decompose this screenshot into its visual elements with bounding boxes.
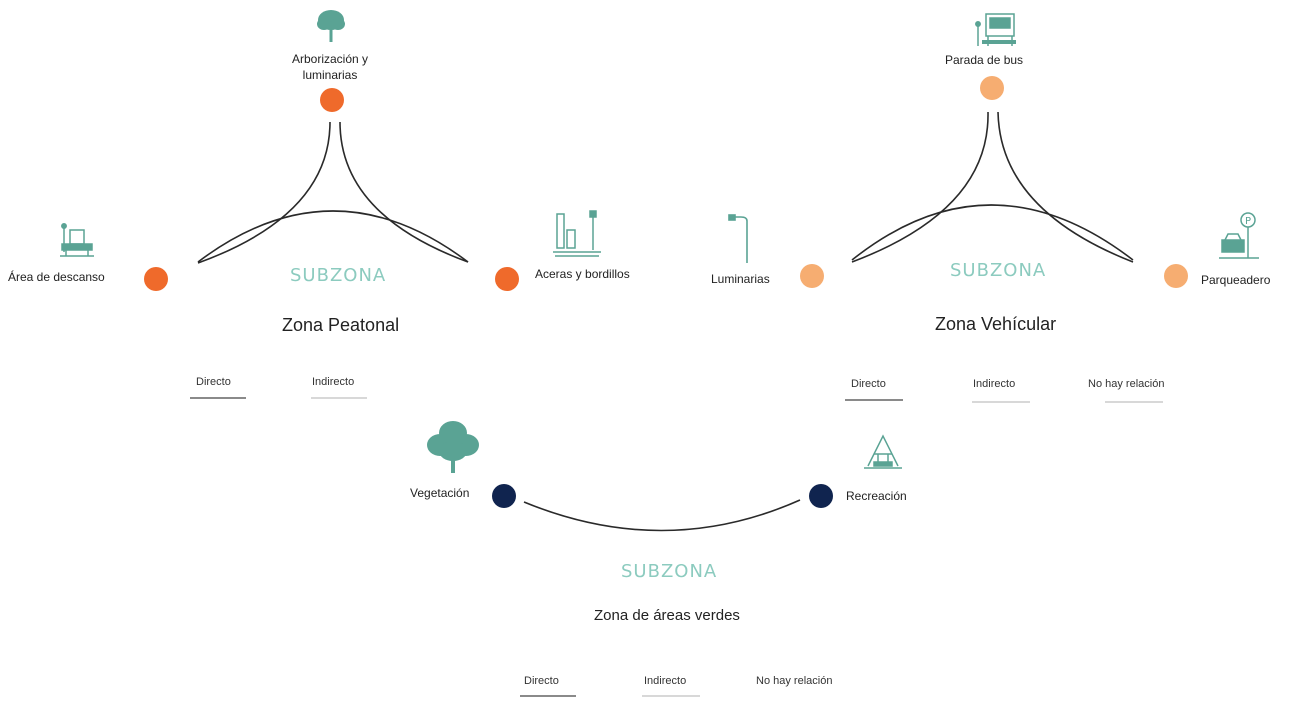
zone-title-verdes: Zona de áreas verdes [594,607,740,624]
bench-icon [60,223,94,257]
legend-directo-verdes: Directo [524,675,559,687]
playground-icon [864,434,902,469]
verdes-curve-left-right [523,499,801,532]
node-arborizacion [320,88,344,112]
node-label-parada-bus: Parada de bus [945,53,1024,67]
node-label-area-descanso: Área de descanso [8,270,105,284]
parking-icon: P [1219,212,1259,259]
node-recreacion [809,484,833,508]
subzona-label-vehicular: SUBZONA [950,260,1047,281]
node-label-arborizacion: Arborización y luminarias [291,52,369,82]
legend-line-indirecto-verdes [642,695,700,697]
legend-indirecto-vehicular: Indirecto [973,378,1016,390]
node-label-luminarias: Luminarias [711,272,770,286]
node-parqueadero [1164,264,1188,288]
legend-line-directo-vehicular [845,399,903,401]
subzona-label-peatonal: SUBZONA [290,265,387,286]
street-lamp-icon [728,214,748,263]
vehicular-curve-left-right [851,204,1134,261]
svg-text:P: P [1245,216,1251,227]
legend-line-indirecto-peatonal [311,397,367,399]
legend-sin-relacion-verdes: No hay relación [756,675,833,687]
legend-indirecto-verdes: Indirecto [644,675,687,687]
node-label-aceras: Aceras y bordillos [535,267,630,281]
sidewalk-icon [553,210,601,257]
tree-icon [317,10,345,42]
bus-stop-icon [975,13,1016,46]
vehicular-curve-top-right [997,111,1134,263]
legend-line-directo-peatonal [190,397,246,399]
vegetation-tree-icon [427,421,479,473]
peatonal-curve-top-left [197,121,331,264]
zone-title-peatonal: Zona Peatonal [282,315,400,335]
legend-sin-relacion-vehicular: No hay relación [1088,378,1165,390]
node-vegetacion [492,484,516,508]
peatonal-curve-left-right [197,210,469,263]
subzona-label-verdes: SUBZONA [621,561,718,582]
legend-line-directo-verdes [520,695,576,697]
zone-title-vehicular: Zona Vehícular [935,314,1057,334]
node-parada-bus [980,76,1004,100]
legend-line-indirecto-vehicular [972,401,1030,403]
node-area-descanso [144,267,168,291]
node-aceras [495,267,519,291]
node-luminarias [800,264,824,288]
legend-directo-vehicular: Directo [851,378,886,390]
legend-indirecto-peatonal: Indirecto [312,376,355,388]
node-label-recreacion: Recreación [846,489,907,503]
node-label-parqueadero: Parqueadero [1201,273,1271,287]
peatonal-curve-top-right [339,121,469,263]
node-label-vegetacion: Vegetación [410,486,470,500]
legend-line-sin-relacion-vehicular [1105,401,1163,403]
legend-directo-peatonal: Directo [196,376,231,388]
vehicular-curve-top-left [851,111,989,263]
